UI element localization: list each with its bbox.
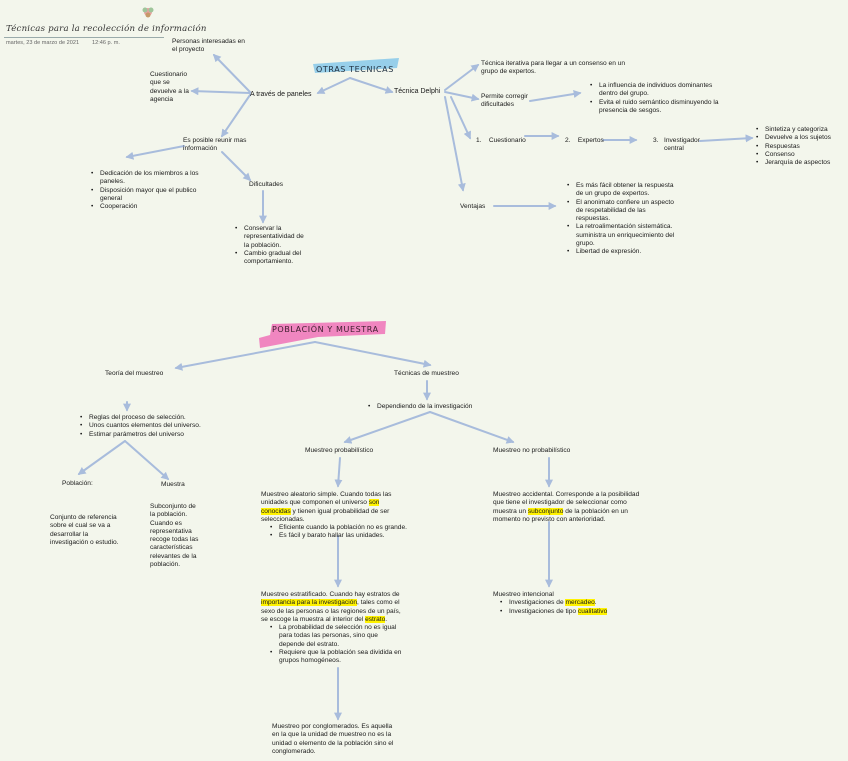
otras-tecnicas-banner: OTRAS TECNICAS	[311, 57, 401, 79]
page-time: 12:46 p. m.	[92, 40, 120, 46]
ventajas-node: Ventajas	[460, 203, 485, 211]
delphi-node: Técnica Delphi	[394, 88, 440, 96]
poblacion-heading: POBLACIÓN Y MUESTRA	[272, 325, 379, 334]
conglomerados-text: Muestreo por conglomerados. Es aquella e…	[272, 723, 394, 756]
aleatorio-list: Eficiente cuando la población no es gran…	[269, 524, 409, 541]
list-item: Devuelve a los sujetos	[755, 134, 847, 142]
list-item: Dedicación de los miembros a los paneles…	[90, 170, 202, 187]
no-probabilistico-node: Muestreo no probabilístico	[493, 447, 570, 455]
intencional-title: Muestreo intencional	[493, 591, 643, 599]
list-item: La probabilidad de selección no es igual…	[269, 624, 404, 649]
aleatorio-block: Muestreo aleatorio simple. Cuando todas …	[261, 491, 409, 541]
list-item: Es más fácil obtener la respuesta de un …	[566, 182, 680, 199]
highlight: cualitativo	[578, 608, 607, 615]
list-item: Es fácil y barato hallar las unidades.	[269, 532, 409, 540]
poblacion-definition: Conjunto de referencia sobre el cual se …	[50, 514, 120, 547]
dificultades-list: Conservar la representatividad de la pob…	[234, 225, 304, 266]
list-item: Estimar parámetros del universo	[79, 431, 219, 439]
list-item: La influencia de individuos dominantes d…	[589, 82, 727, 99]
highlight: estrato	[365, 616, 385, 623]
list-item: Reglas del proceso de selección.	[79, 414, 219, 422]
probabilistico-node: Muestreo probabilístico	[305, 447, 373, 455]
reunir-text: Es posible reunir mas información	[183, 137, 273, 154]
list-item: La retroalimentación sistemática. sumini…	[566, 223, 680, 248]
poblacion-banner: POBLACIÓN Y MUESTRA	[258, 320, 388, 350]
muestra-definition: Subconjunto de la población. Cuando es r…	[150, 503, 200, 569]
paneles-node: A través de paneles	[250, 91, 312, 99]
list-item: Consenso	[755, 151, 847, 159]
personas-text: Personas interesadas en el proyecto	[172, 38, 250, 55]
list-item: Respuestas	[755, 143, 847, 151]
step-2: 2. Expertos	[565, 137, 604, 145]
otras-tecnicas-heading: OTRAS TECNICAS	[316, 65, 394, 74]
dependiendo-list: Dependiendo de la investigación	[367, 403, 497, 411]
estratificado-text: Muestreo estratificado. Cuando hay estra…	[261, 591, 409, 624]
poblacion-node: Población:	[62, 480, 93, 488]
intencional-block: Muestreo intencional Investigaciones de …	[493, 591, 643, 616]
list-item: Conservar la representatividad de la pob…	[234, 225, 304, 250]
aleatorio-text: Muestreo aleatorio simple. Cuando todas …	[261, 491, 409, 524]
highlight: mercadeo	[565, 599, 594, 606]
list-item: Eficiente cuando la población no es gran…	[269, 524, 409, 532]
corregir-list: La influencia de individuos dominantes d…	[589, 82, 727, 115]
list-item: Jerarquía de aspectos	[755, 159, 847, 167]
estratificado-list: La probabilidad de selección no es igual…	[269, 624, 404, 665]
list-item: Libertad de expresión.	[566, 248, 680, 256]
page-date: martes, 23 de marzo de 2021	[6, 40, 79, 46]
title-underline	[4, 37, 164, 38]
ventajas-list: Es más fácil obtener la respuesta de un …	[566, 182, 680, 257]
cuestionario-text: Cuestionario que se devuelve a la agenci…	[150, 71, 192, 104]
step-3: 3.Investigador central	[653, 137, 713, 154]
highlight: importancia para la investigación	[261, 599, 357, 606]
dificultades-node: Dificultades	[249, 181, 283, 189]
delphi-definition: Técnica iterativa para llegar a un conse…	[481, 60, 631, 77]
list-item: Cooperación	[90, 203, 202, 211]
list-item: Dependiendo de la investigación	[367, 403, 497, 411]
list-item: Investigaciones de mercadeo.	[499, 599, 643, 607]
accidental-text: Muestreo accidental. Corresponde a la po…	[493, 491, 645, 524]
decorative-sticker	[140, 4, 156, 25]
corregir-text: Permite corregir dificultades	[481, 93, 541, 110]
estratificado-block: Muestreo estratificado. Cuando hay estra…	[261, 591, 409, 666]
page-title: Técnicas para la recolección de informac…	[6, 24, 207, 34]
step-1: 1. Cuestionario	[476, 137, 526, 145]
teoria-list: Reglas del proceso de selección. Unos cu…	[79, 414, 219, 439]
highlight: subconjunto	[528, 508, 564, 515]
list-item: Investigaciones de tipo cualitativo	[499, 608, 643, 616]
list-item: El anonimato confiere un aspecto de resp…	[566, 199, 680, 224]
list-item: Evita el ruido semántico disminuyendo la…	[589, 99, 727, 116]
sintetiza-list: Sintetiza y categoriza Devuelve a los su…	[755, 126, 847, 167]
list-item: Disposición mayor que el publico general	[90, 187, 202, 204]
list-item: Requiere que la población sea dividida e…	[269, 649, 404, 666]
muestra-node: Muestra	[161, 481, 185, 489]
intencional-list: Investigaciones de mercadeo. Investigaci…	[499, 599, 643, 616]
list-item: Unos cuantos elementos del universo.	[79, 422, 219, 430]
tecnicas-node: Técnicas de muestreo	[394, 370, 459, 378]
list-item: Cambio gradual del comportamiento.	[234, 250, 304, 267]
list-item: Sintetiza y categoriza	[755, 126, 847, 134]
reunir-list: Dedicación de los miembros a los paneles…	[90, 170, 202, 211]
teoria-node: Teoría del muestreo	[105, 370, 163, 378]
